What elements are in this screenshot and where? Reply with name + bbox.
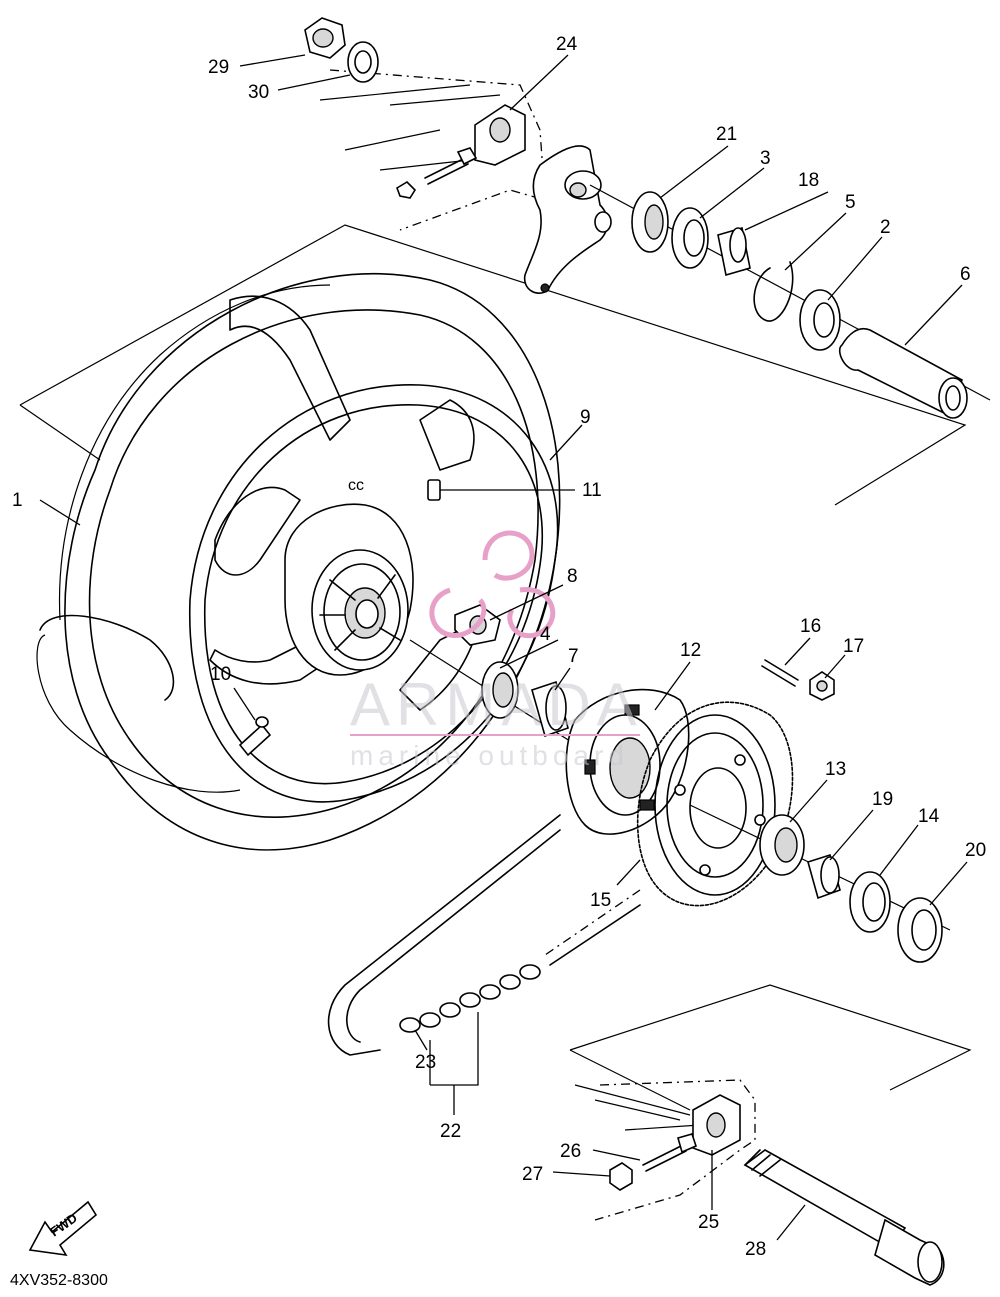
callout-1: 1	[12, 490, 23, 511]
callout-9: 9	[580, 407, 591, 428]
callout-12: 12	[680, 640, 701, 661]
drive-chain	[327, 814, 641, 1056]
chain-adjuster-upper	[304, 17, 546, 231]
callout-22: 22	[440, 1121, 461, 1142]
callout-17: 17	[843, 636, 864, 657]
armada-watermark: ARMADA marine outboard	[350, 530, 643, 771]
callout-3: 3	[760, 148, 771, 169]
callout-8: 8	[567, 566, 578, 587]
callout-16: 16	[800, 616, 821, 637]
callout-13: 13	[825, 759, 846, 780]
rear-wheel: cc	[36, 272, 561, 851]
callout-27: 27	[522, 1164, 543, 1185]
chain-adjuster-lower	[574, 1079, 945, 1286]
callout-21: 21	[716, 124, 737, 145]
clutch-hub	[565, 688, 690, 835]
callout-14: 14	[918, 806, 940, 827]
callout-29: 29	[208, 57, 229, 78]
assembly-frame	[19, 224, 972, 1111]
callout-23: 23	[415, 1052, 436, 1073]
callout-28: 28	[745, 1239, 766, 1260]
caliper-bracket	[523, 145, 612, 294]
callout-6: 6	[960, 264, 971, 285]
right-bearing-stack	[589, 184, 991, 419]
callout-20: 20	[965, 840, 986, 861]
leader-lines	[39, 54, 968, 1241]
watermark-brand: ARMADA	[350, 671, 643, 738]
callout-5: 5	[845, 192, 856, 213]
callout-11: 11	[582, 480, 602, 501]
svg-text:cc: cc	[348, 477, 364, 494]
callout-labels: 1 2 3 4 5 6 7 8 9 10 11 12 13 14 15 16 1…	[12, 34, 986, 1260]
callout-7: 7	[568, 646, 579, 667]
watermark-logo-icon	[429, 530, 556, 639]
callout-18: 18	[798, 170, 819, 191]
watermark-tagline: marine outboard	[350, 740, 629, 771]
forward-arrow-icon: FWD	[28, 1200, 98, 1257]
diagram-code: 4XV352-8300	[10, 1272, 108, 1289]
chain-links	[399, 964, 541, 1033]
callout-15: 15	[590, 890, 611, 911]
callout-19: 19	[872, 789, 893, 810]
callout-24: 24	[556, 34, 578, 55]
callout-4: 4	[540, 624, 551, 645]
left-bearing-stack	[689, 804, 951, 963]
callout-2: 2	[880, 217, 891, 238]
callout-30: 30	[248, 82, 269, 103]
callout-10: 10	[210, 664, 231, 685]
callout-25: 25	[698, 1212, 719, 1233]
callout-26: 26	[560, 1141, 581, 1162]
